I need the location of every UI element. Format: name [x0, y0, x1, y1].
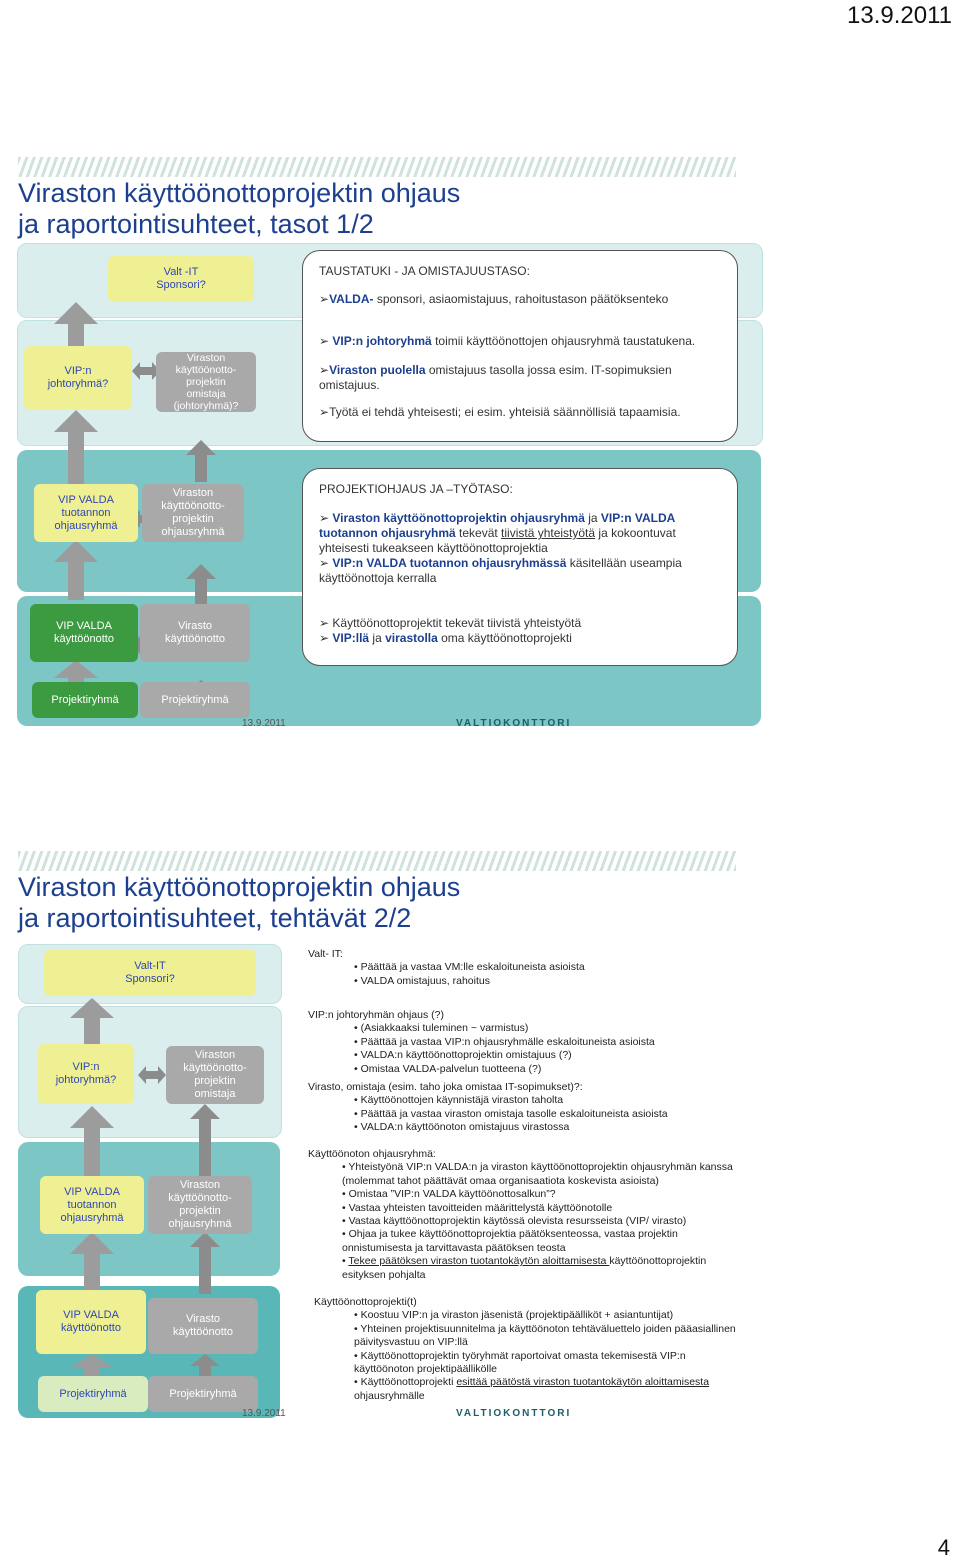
callout-projektiohjaus-text: PROJEKTIOHJAUS JA –TYÖTASO: ➢ Viraston k…	[319, 482, 719, 646]
list-item: VALDA:n käyttöönoton omistajuus virastos…	[354, 1121, 748, 1134]
list-item: Päättää ja vastaa VIP:n ohjausryhmälle e…	[354, 1036, 748, 1049]
list-item: Omistaa ”VIP:n VALDA käyttöönottosalkun”…	[342, 1188, 748, 1201]
valtiokonttori-logo: VALTIOKONTTORI	[456, 1408, 571, 1419]
list-item: Ohjaa ja tukee käyttöönottoprojektia pää…	[342, 1228, 748, 1255]
box-viraston-omistaja: Viraston käyttöönotto- projektin omistaj…	[156, 352, 256, 412]
box-projektiryhma-virasto: Projektiryhmä	[148, 1376, 258, 1412]
box-projektiryhma-vip: Projektiryhmä	[32, 682, 138, 718]
box-virasto-kayttoonotto: Virasto käyttöönotto	[140, 604, 250, 662]
box-vip-johtoryhma: VIP:n johtoryhmä?	[24, 346, 132, 410]
arrow-up-icon	[190, 1104, 220, 1176]
arrow-up-icon	[70, 998, 114, 1044]
box-vip-johtoryhma: VIP:n johtoryhmä?	[38, 1044, 134, 1104]
list-item: Päättää ja vastaa VM:lle eskaloituneista…	[354, 961, 748, 974]
callout-taustatuki-text: TAUSTATUKI - JA OMISTAJUUSTASO: ➢VALDA- …	[319, 264, 729, 420]
box-valt-it-sponsor: Valt-IT Sponsori?	[44, 950, 256, 996]
box-vip-valda-ohjausryhma: VIP VALDA tuotannon ohjausryhmä	[40, 1176, 144, 1234]
header-date: 13.9.2011	[847, 2, 952, 30]
slide-2: Viraston käyttöönottoprojektin ohjaus ja…	[14, 846, 764, 1426]
footer-date: 13.9.2011	[242, 718, 286, 729]
list-item: Käyttöönottoprojektin työryhmät raportoi…	[354, 1350, 744, 1377]
arrow-up-icon	[54, 410, 98, 484]
list-item: Käyttöönottojen käynnistäjä viraston tah…	[354, 1094, 748, 1107]
arrow-up-icon	[190, 1232, 220, 1294]
slide-1: Viraston käyttöönottoprojektin ohjaus ja…	[14, 152, 764, 732]
box-vip-valda-kayttoonotto: VIP VALDA käyttöönotto	[36, 1290, 146, 1354]
box-projektiryhma-vip: Projektiryhmä	[38, 1376, 148, 1412]
box-projektiryhma-virasto: Projektiryhmä	[140, 682, 250, 718]
box-viraston-omistaja: Viraston käyttöönotto- projektin omistaj…	[166, 1046, 264, 1104]
box-viraston-ohjausryhma: Viraston käyttöönotto- projektin ohjausr…	[148, 1176, 252, 1234]
list-item: Tekee päätöksen viraston tuotantokäytön …	[342, 1255, 748, 1282]
tasks-ohjausryhma: Käyttöönoton ohjausryhmä: Yhteistyönä VI…	[308, 1148, 748, 1282]
arrow-up-icon	[186, 564, 216, 604]
list-item: Vastaa käyttöönottoprojektin käytössä ol…	[342, 1215, 748, 1228]
page-number: 4	[938, 1535, 950, 1561]
box-valt-it-sponsor: Valt -IT Sponsori?	[108, 256, 254, 302]
callout-heading: TAUSTATUKI - JA OMISTAJUUSTASO:	[319, 264, 729, 279]
footer-date: 13.9.2011	[242, 1408, 286, 1419]
list-item: Yhteistyönä VIP:n VALDA:n ja viraston kä…	[342, 1161, 748, 1188]
slide-2-title: Viraston käyttöönottoprojektin ohjaus ja…	[18, 872, 460, 934]
title-hatch-decoration	[18, 157, 736, 177]
list-item: Vastaa yhteisten tavoitteiden määrittely…	[342, 1202, 748, 1215]
title-hatch-decoration	[18, 851, 736, 871]
box-vip-valda-ohjausryhma: VIP VALDA tuotannon ohjausryhmä	[34, 484, 138, 542]
tasks-vip-johtoryhma: VIP:n johtoryhmän ohjaus (?) (Asiakkaaks…	[308, 1009, 748, 1135]
valtiokonttori-logo: VALTIOKONTTORI	[456, 718, 571, 729]
list-item: Käyttöönottoprojekti esittää päätöstä vi…	[354, 1376, 744, 1403]
box-viraston-ohjausryhma: Viraston käyttöönotto- projektin ohjausr…	[142, 484, 244, 542]
list-item: Yhteinen projektisuunnitelma ja käyttöön…	[354, 1323, 744, 1350]
box-virasto-kayttoonotto: Virasto käyttöönotto	[148, 1298, 258, 1354]
double-arrow-icon	[138, 1066, 166, 1084]
arrow-up-icon	[186, 440, 216, 482]
list-item: (Asiakkaaksi tuleminen ~ varmistus)	[354, 1022, 748, 1035]
list-item: VALDA omistajuus, rahoitus	[354, 975, 748, 988]
list-item: VALDA:n käyttöönottoprojektin omistajuus…	[354, 1049, 748, 1062]
box-vip-valda-kayttoonotto: VIP VALDA käyttöönotto	[30, 604, 138, 662]
tasks-kayttoonottoprojekti: Käyttöönottoprojekti(t) Koostuu VIP:n ja…	[314, 1296, 744, 1403]
arrow-up-icon	[70, 1106, 114, 1178]
tasks-valt-it: Valt- IT: Päättää ja vastaa VM:lle eskal…	[308, 948, 748, 988]
list-item: Koostuu VIP:n ja viraston jäsenistä (pro…	[354, 1309, 744, 1322]
list-item: Päättää ja vastaa viraston omistaja taso…	[354, 1108, 748, 1121]
arrow-up-icon	[70, 1232, 114, 1292]
arrow-up-icon	[54, 540, 98, 600]
slide-1-title: Viraston käyttöönottoprojektin ohjaus ja…	[18, 178, 460, 240]
list-item: Omistaa VALDA-palvelun tuotteena (?)	[354, 1063, 748, 1076]
